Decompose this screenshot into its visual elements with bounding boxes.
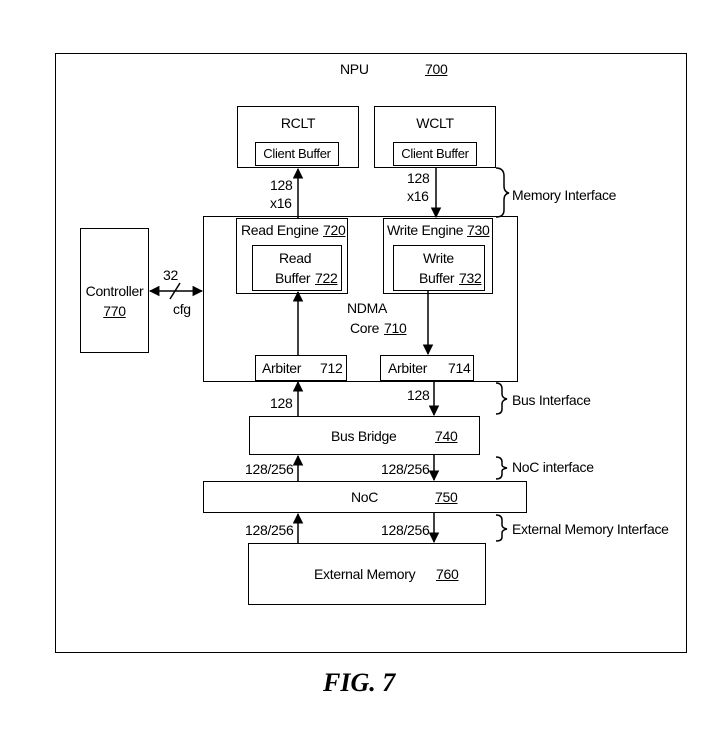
cfg-label: cfg: [173, 301, 191, 317]
npu-label: NPU: [340, 61, 369, 77]
arbiter-right-label: Arbiter: [388, 360, 428, 376]
rclt-label: RCLT: [280, 115, 316, 131]
write-buffer: [393, 245, 485, 291]
read-buffer: [252, 245, 342, 291]
ndma-ref: 710: [384, 320, 407, 336]
read-engine-label: Read Engine: [241, 222, 319, 238]
controller-label: Controller: [85, 283, 144, 299]
ext-width-right: 128/256: [381, 522, 430, 538]
noc-ref: 750: [435, 489, 458, 505]
external-memory-ref: 760: [436, 566, 459, 582]
wclt-client-buffer-label: Client Buffer: [401, 146, 469, 161]
noc-interface-label: NoC interface: [512, 459, 594, 475]
bus-bridge: [249, 416, 480, 455]
noc-label: NoC: [351, 489, 379, 505]
cfg-width: 32: [163, 267, 178, 283]
bus-interface-brace: [495, 382, 508, 415]
rclt-client-buffer: [255, 142, 339, 166]
read-engine-ref: 720: [323, 222, 346, 238]
write-width-line2: x16: [407, 188, 429, 204]
external-memory: [248, 543, 486, 605]
bus-width-left: 128: [270, 395, 293, 411]
ext-memory-interface-brace: [495, 514, 508, 542]
bus-interface-label: Bus Interface: [512, 392, 591, 408]
write-width-line1: 128: [407, 170, 430, 186]
noc-width-left: 128/256: [245, 461, 294, 477]
arbiter-left: [255, 355, 347, 381]
wclt-label: WCLT: [416, 115, 454, 131]
arbiter-left-label: Arbiter: [262, 360, 302, 376]
npu-ref: 700: [425, 61, 448, 77]
arbiter-right-ref: 714: [448, 360, 471, 376]
read-width-line1: 128: [270, 177, 293, 193]
bus-width-right: 128: [407, 387, 430, 403]
ext-width-left: 128/256: [245, 522, 294, 538]
rclt-client-buffer-label: Client Buffer: [263, 146, 331, 161]
ndma-label-line1: NDMA: [347, 300, 388, 316]
read-buffer-ref: 722: [315, 270, 338, 286]
noc-interface-brace: [495, 456, 508, 480]
read-buffer-line1: Read: [279, 250, 312, 266]
cfg-bus-slash: [169, 282, 181, 300]
read-buffer-line2: Buffer: [275, 270, 311, 286]
figure-caption: FIG. 7: [323, 668, 396, 697]
arbiter-left-ref: 712: [320, 360, 343, 376]
controller-block: [80, 228, 149, 353]
write-engine-label: Write Engine: [387, 222, 464, 238]
controller-ref: 770: [103, 303, 126, 319]
read-width-line2: x16: [270, 195, 292, 211]
write-buffer-line2: Buffer: [419, 270, 455, 286]
external-memory-label: External Memory: [314, 566, 416, 582]
ext-memory-interface-label: External Memory Interface: [512, 521, 669, 537]
memory-interface-brace: [495, 167, 510, 218]
ndma-label-line2: Core: [350, 320, 380, 336]
noc-block: [203, 481, 527, 513]
write-buffer-line1: Write: [423, 250, 454, 266]
bus-bridge-ref: 740: [435, 428, 458, 444]
arbiter-right: [380, 355, 474, 381]
noc-width-right: 128/256: [381, 461, 430, 477]
memory-interface-label: Memory Interface: [512, 187, 617, 203]
bus-bridge-label: Bus Bridge: [331, 428, 397, 444]
write-buffer-ref: 732: [459, 270, 482, 286]
wclt-client-buffer: [393, 142, 477, 166]
write-engine-ref: 730: [467, 222, 490, 238]
